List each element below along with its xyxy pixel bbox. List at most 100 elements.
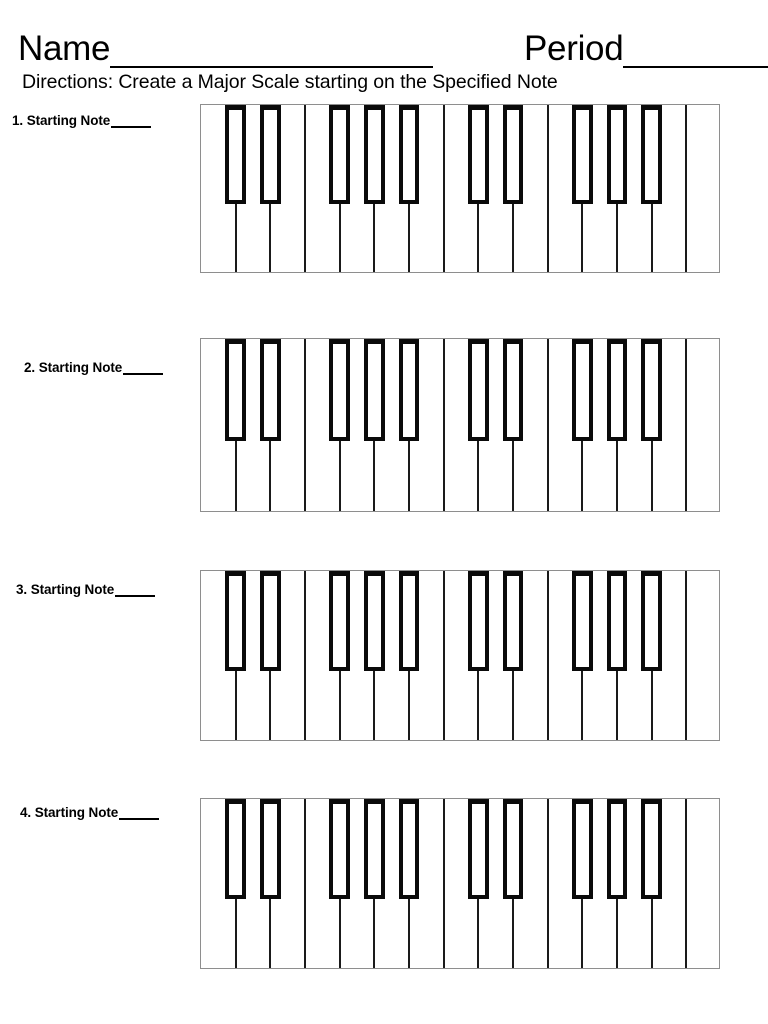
- black-key[interactable]: [606, 799, 628, 899]
- black-key[interactable]: [363, 105, 385, 204]
- black-key[interactable]: [467, 339, 489, 441]
- piano-keyboard[interactable]: [200, 338, 720, 512]
- white-key-divider: [477, 897, 480, 968]
- black-key[interactable]: [398, 799, 420, 899]
- white-key-divider: [373, 669, 376, 740]
- black-key[interactable]: [467, 799, 489, 899]
- white-key-divider: [685, 571, 688, 740]
- white-key-divider: [581, 669, 584, 740]
- white-key-divider: [616, 897, 618, 968]
- white-key-divider: [616, 202, 618, 272]
- black-key[interactable]: [571, 339, 593, 441]
- white-key-divider: [581, 202, 584, 272]
- black-key[interactable]: [467, 105, 489, 204]
- white-key-divider: [650, 439, 653, 511]
- starting-note-answer-blank[interactable]: [115, 583, 156, 597]
- white-key-divider: [477, 669, 480, 740]
- white-keys-layer: [201, 571, 719, 740]
- black-key[interactable]: [329, 339, 351, 441]
- black-key[interactable]: [259, 571, 281, 671]
- black-key[interactable]: [571, 105, 593, 204]
- white-key-divider: [685, 339, 688, 511]
- name-field-group: Name: [18, 22, 434, 68]
- starting-note-answer-blank[interactable]: [111, 114, 152, 128]
- white-key-divider: [234, 669, 237, 740]
- white-key-divider: [546, 339, 549, 511]
- black-key[interactable]: [225, 105, 247, 204]
- white-key-divider: [650, 897, 653, 968]
- white-key-divider: [373, 897, 376, 968]
- starting-note-label: 3. Starting Note: [16, 582, 156, 597]
- black-key[interactable]: [606, 571, 628, 671]
- black-keys-layer: [201, 571, 719, 740]
- piano-keyboard[interactable]: [200, 104, 720, 273]
- black-key[interactable]: [398, 339, 420, 441]
- starting-note-label-text: 1. Starting Note: [12, 113, 111, 128]
- black-key[interactable]: [398, 105, 420, 204]
- black-key[interactable]: [363, 339, 385, 441]
- black-key[interactable]: [329, 799, 351, 899]
- white-key-divider: [512, 439, 514, 511]
- black-key[interactable]: [571, 571, 593, 671]
- starting-note-answer-blank[interactable]: [119, 806, 160, 820]
- white-key-divider: [512, 897, 514, 968]
- black-key[interactable]: [606, 339, 628, 441]
- period-label: Period: [524, 29, 624, 68]
- white-key-divider: [269, 669, 272, 740]
- black-key[interactable]: [398, 571, 420, 671]
- black-key[interactable]: [641, 799, 663, 899]
- white-key-divider: [269, 439, 272, 511]
- period-input-blank[interactable]: [623, 36, 768, 68]
- white-key-divider: [304, 571, 306, 740]
- black-key[interactable]: [606, 105, 628, 204]
- black-key[interactable]: [329, 571, 351, 671]
- black-key[interactable]: [571, 799, 593, 899]
- white-key-divider: [442, 571, 445, 740]
- starting-note-label-text: 4. Starting Note: [20, 805, 119, 820]
- white-keys-layer: [201, 799, 719, 968]
- black-key[interactable]: [641, 571, 663, 671]
- white-key-divider: [616, 439, 618, 511]
- piano-keyboard[interactable]: [200, 570, 720, 741]
- white-key-divider: [442, 105, 445, 272]
- white-key-divider: [546, 799, 549, 968]
- black-key[interactable]: [502, 105, 524, 204]
- black-keys-layer: [201, 799, 719, 968]
- black-key[interactable]: [363, 799, 385, 899]
- white-key-divider: [234, 202, 237, 272]
- starting-note-label-text: 2. Starting Note: [24, 360, 123, 375]
- white-key-divider: [650, 202, 653, 272]
- name-label: Name: [18, 29, 111, 68]
- black-key[interactable]: [502, 799, 524, 899]
- black-key[interactable]: [467, 571, 489, 671]
- black-key[interactable]: [225, 339, 247, 441]
- white-key-divider: [581, 897, 584, 968]
- black-key[interactable]: [363, 571, 385, 671]
- starting-note-label: 4. Starting Note: [20, 805, 160, 820]
- piano-keyboard[interactable]: [200, 798, 720, 969]
- white-keys-layer: [201, 339, 719, 511]
- black-key[interactable]: [259, 799, 281, 899]
- white-key-divider: [616, 669, 618, 740]
- black-key[interactable]: [641, 339, 663, 441]
- worksheet-header: Name Period: [0, 22, 768, 68]
- white-key-divider: [685, 105, 688, 272]
- black-key[interactable]: [225, 799, 247, 899]
- black-key[interactable]: [502, 339, 524, 441]
- white-key-divider: [581, 439, 584, 511]
- starting-note-answer-blank[interactable]: [123, 361, 164, 375]
- black-key[interactable]: [329, 105, 351, 204]
- black-key[interactable]: [259, 339, 281, 441]
- black-key[interactable]: [259, 105, 281, 204]
- white-keys-layer: [201, 105, 719, 272]
- white-key-divider: [373, 439, 376, 511]
- black-key[interactable]: [502, 571, 524, 671]
- starting-note-label-text: 3. Starting Note: [16, 582, 115, 597]
- black-key[interactable]: [225, 571, 247, 671]
- white-key-divider: [685, 799, 688, 968]
- white-key-divider: [269, 897, 272, 968]
- white-key-divider: [477, 202, 480, 272]
- black-key[interactable]: [641, 105, 663, 204]
- white-key-divider: [408, 897, 410, 968]
- name-input-blank[interactable]: [110, 36, 434, 68]
